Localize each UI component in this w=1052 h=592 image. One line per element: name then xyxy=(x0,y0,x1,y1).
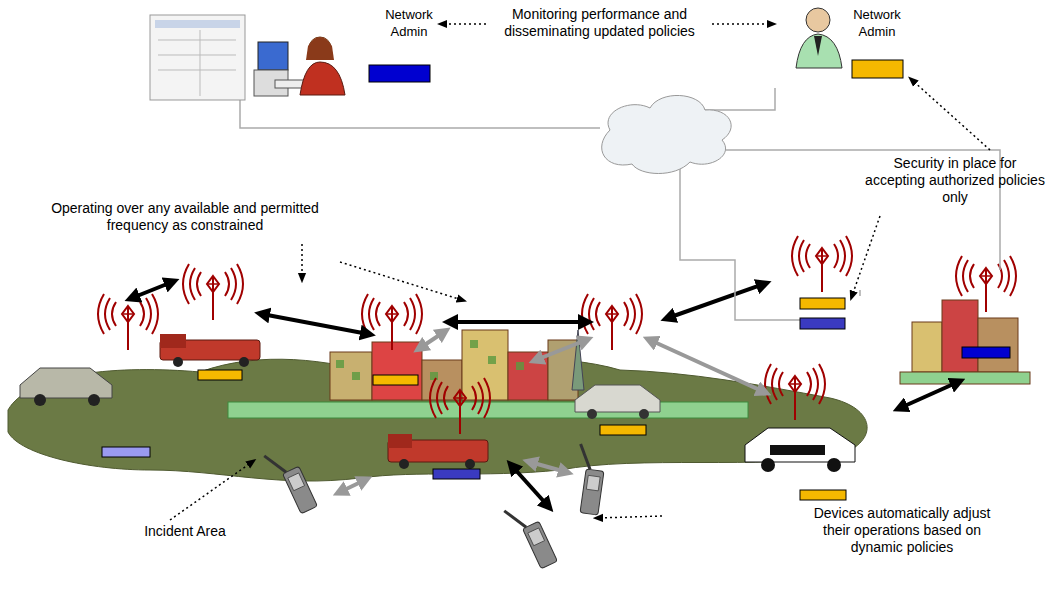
behaviour-note: Devices automatically adjust their opera… xyxy=(812,505,992,556)
role-label: Network Admin xyxy=(846,6,908,40)
process-note: Monitoring performance and disseminating… xyxy=(502,6,697,40)
role-label: Network Admin xyxy=(378,6,440,40)
frequency-note: Operating over any available and permitt… xyxy=(20,200,350,234)
security-note: Security in place for accepting authoriz… xyxy=(862,155,1048,206)
area-label: Incident Area xyxy=(120,523,250,540)
fire-truck xyxy=(160,334,260,367)
